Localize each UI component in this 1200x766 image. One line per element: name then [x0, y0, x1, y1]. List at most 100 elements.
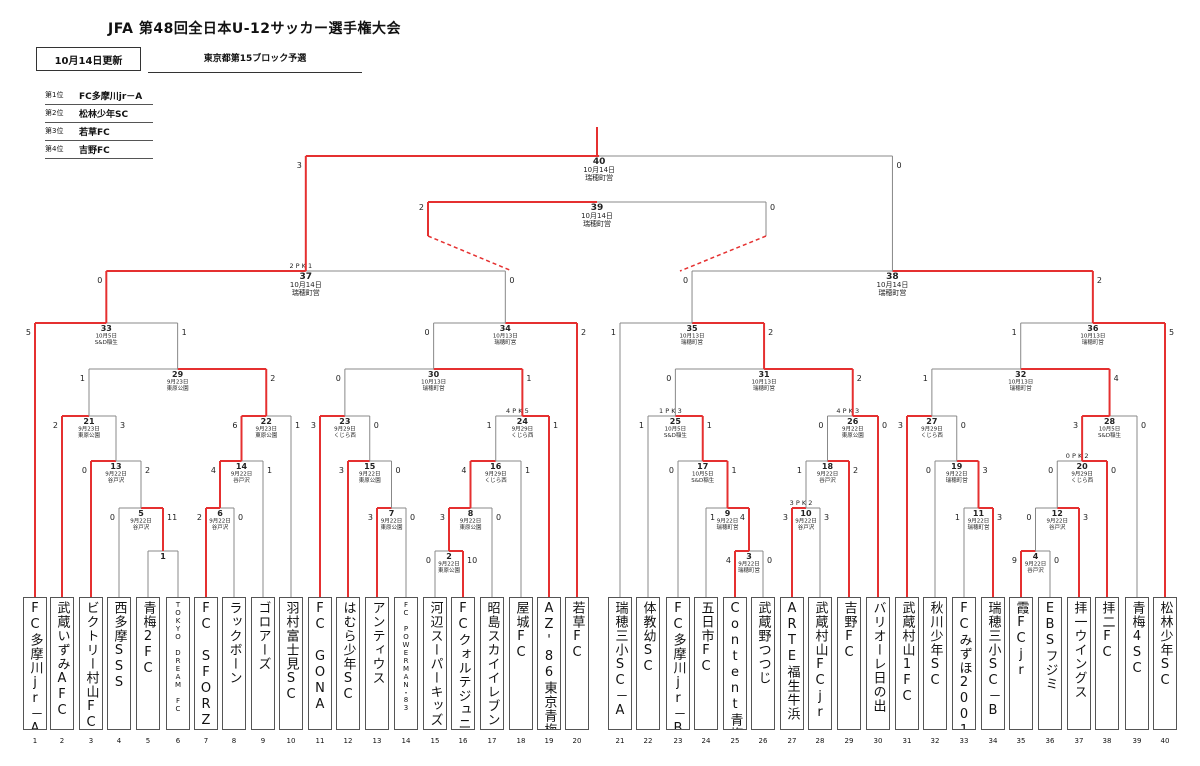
match-date: 10月13日 — [680, 333, 705, 340]
match-date: 9月23日 — [78, 426, 100, 433]
match-number: 10 — [800, 509, 812, 518]
pk-result: 4 P K 5 — [506, 407, 529, 415]
left-score: 1 — [639, 421, 644, 430]
team-number: 5 — [145, 737, 151, 745]
left-score: 3 — [898, 421, 903, 430]
match-number: 23 — [339, 417, 350, 426]
match-number: 15 — [364, 462, 376, 471]
team-number: 29 — [844, 737, 854, 745]
left-score: 3 — [783, 513, 788, 522]
team-box: 五日市FC — [694, 597, 718, 730]
team-name: EBSフジミ — [1042, 601, 1058, 691]
left-score: 0 — [336, 374, 341, 383]
left-score: 1 — [955, 513, 960, 522]
match-venue: 谷戸沢 — [133, 523, 150, 531]
match-venue: S&D稲生 — [664, 431, 688, 439]
team-number: 40 — [1160, 737, 1170, 745]
match-venue: 瑞穂町営 — [738, 566, 761, 574]
team-name: 青梅2FC — [140, 601, 156, 677]
team-name: 拝二FC — [1099, 601, 1115, 661]
updated-label: 10月14日更新 — [36, 47, 141, 71]
match-venue: S&D稲生 — [691, 476, 715, 484]
team-name: 昭島スカイイレブン — [484, 601, 500, 727]
match-venue: 東原公園 — [78, 431, 101, 439]
team-name: 羽村富士見SC — [283, 601, 299, 703]
team-name: 秋川少年SC — [927, 601, 943, 689]
match-number: 13 — [110, 462, 121, 471]
right-score: 0 — [770, 203, 775, 212]
match-number: 9 — [725, 509, 731, 518]
team-box: ゴロアーズ — [251, 597, 275, 730]
match-number: 2 — [446, 552, 452, 561]
match-number: 3 — [746, 552, 752, 561]
match-number: 30 — [428, 370, 440, 379]
team-name: Content青梅FC — [727, 601, 743, 729]
team-number: 39 — [1132, 737, 1142, 745]
match-date: 10月5日 — [1099, 426, 1121, 433]
team-box: 昭島スカイイレブン — [480, 597, 504, 730]
match-number: 6 — [217, 509, 223, 518]
team-name: 武蔵いずみAFC — [54, 601, 70, 719]
team-box: 瑞穂三小SC－A — [608, 597, 632, 730]
team-box: 若草FC — [565, 597, 589, 730]
right-score: 0 — [882, 421, 887, 430]
team-box: 松林少年SC — [1153, 597, 1177, 730]
match-number: 7 — [389, 509, 395, 518]
team-number: 7 — [203, 737, 209, 745]
team-number: 13 — [372, 737, 382, 745]
match-venue: 東原公園 — [167, 384, 190, 392]
team-box: 武蔵いずみAFC — [50, 597, 74, 730]
team-number: 35 — [1016, 737, 1026, 745]
match-venue: 瑞穂町営 — [292, 288, 320, 297]
team-number: 34 — [988, 737, 998, 745]
team-name: アンティウス — [369, 601, 385, 685]
team-box: 体教幼SC — [636, 597, 660, 730]
team-number: 23 — [673, 737, 683, 745]
match-date: 9月22日 — [1047, 518, 1069, 525]
ranking-position: 第3位 — [45, 127, 64, 135]
team-name: 武蔵村山1FC — [899, 601, 915, 705]
right-score: 11 — [167, 513, 177, 522]
match-date: 9月22日 — [130, 518, 152, 525]
left-score: 0 — [97, 276, 102, 285]
match-date: 9月23日 — [256, 426, 278, 433]
left-score: 2 — [53, 421, 58, 430]
team-number: 2 — [59, 737, 65, 745]
right-score: 0 — [374, 421, 379, 430]
match-number: 40 — [593, 157, 606, 167]
team-name: FC多摩川jr－B — [670, 601, 686, 729]
team-box: 武蔵野つつじ — [751, 597, 775, 730]
match-date: 9月22日 — [738, 561, 760, 568]
pk-result: 0 P K 2 — [1066, 452, 1089, 460]
match-date: 10月5日 — [96, 333, 118, 340]
match-date: 9月23日 — [167, 379, 189, 386]
right-score: 3 — [983, 466, 988, 475]
team-name: 西多摩SSS — [111, 601, 127, 691]
match-date: 9月29日 — [512, 426, 534, 433]
team-name: 屋城FC — [513, 601, 529, 661]
match-venue: 東原公園 — [842, 431, 865, 439]
team-name: 若草FC — [569, 601, 585, 661]
left-score: 1 — [80, 374, 85, 383]
match-venue: 谷戸沢 — [212, 523, 229, 531]
team-number: 38 — [1102, 737, 1112, 745]
team-box: 武蔵村山FCjr — [808, 597, 832, 730]
right-score: 0 — [238, 513, 243, 522]
left-score: 0 — [666, 374, 671, 383]
match-date: 10月13日 — [1008, 379, 1033, 386]
right-score: 2 — [1097, 276, 1102, 285]
team-box: AZ'86東京青梅 — [537, 597, 561, 730]
match-venue: 瑞穂町営 — [1082, 338, 1105, 346]
left-score: 5 — [26, 328, 31, 337]
right-score: 5 — [1169, 328, 1174, 337]
loser-path-right — [679, 235, 767, 272]
match-date: 9月22日 — [795, 518, 817, 525]
match-date: 9月22日 — [968, 518, 990, 525]
team-number: 27 — [787, 737, 797, 745]
ranking-team: 松林少年SC — [79, 109, 129, 120]
match-venue: S&D稲生 — [1098, 431, 1122, 439]
right-score: 0 — [509, 276, 514, 285]
right-score: 3 — [997, 513, 1002, 522]
right-score: 2 — [853, 466, 858, 475]
team-number: 4 — [116, 737, 122, 745]
